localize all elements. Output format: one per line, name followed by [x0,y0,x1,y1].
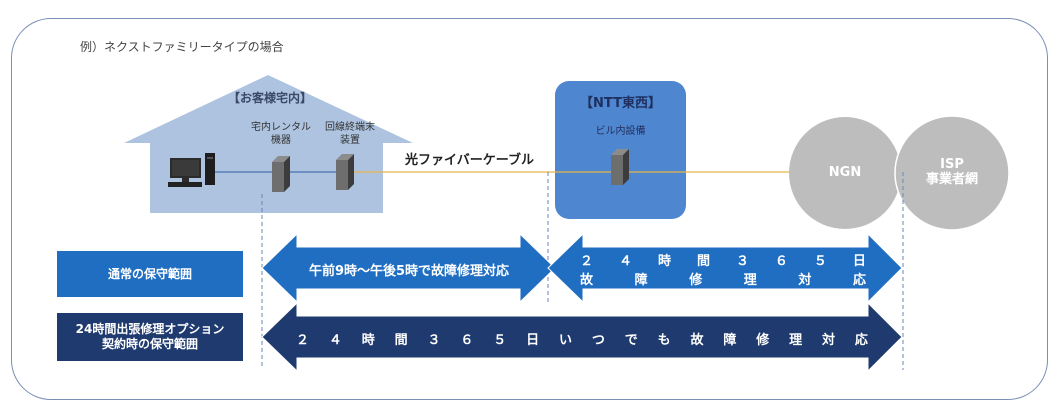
char: 応 [854,333,868,348]
char: で [624,333,638,348]
char: 故 [580,273,594,288]
char: い [559,333,573,348]
char: 時 [361,333,375,348]
fiber-cable-label: 光ファイバーケーブル [405,153,534,168]
char: 日 [852,254,866,269]
char: 修 [689,273,703,288]
pc-icon [168,153,215,187]
row1-left-text: 午前9時～午後5時で故障修理対応 [308,264,510,279]
row2-arrow [261,301,903,373]
char: 故 [690,333,704,348]
row1-right-arrow [547,232,903,304]
char: 対 [798,273,812,288]
rental-device-icon [272,156,290,192]
char: ４ [328,333,342,348]
char: ４ [618,254,632,269]
ntt-title: 【NTT東西】 [580,96,661,111]
char: ３ [735,254,749,269]
option-coverage-label-line1: 24時間出張修理オプション [75,322,225,336]
building-device-icon [611,149,629,185]
char: ３ [427,333,441,348]
char: 理 [743,273,757,288]
char: ５ [813,254,827,269]
char: ６ [774,254,788,269]
onu-icon [336,154,354,190]
ntt-building-label: ビル内設備 [595,126,646,137]
caption: 例）ネクストファミリータイプの場合 [80,40,284,54]
row2-text: ２ ４ 時 間 ３ ６ ５ 日 い つ で も 故 障 修 理 対 応 [296,329,868,348]
onu-label: 回線終端末 装置 [315,121,385,147]
rental-device-label: 宅内レンタル 機器 [244,121,318,147]
char: 障 [634,273,648,288]
char: ２ [296,333,310,348]
onu-label-line2: 装置 [340,135,360,146]
ngn-circle [789,117,901,229]
option-coverage-label-line2: 契約時の保守範囲 [101,337,198,351]
char: つ [591,333,605,348]
char: も [657,333,671,348]
char: 修 [756,333,770,348]
option-coverage-label: 24時間出張修理オプション 契約時の保守範囲 [57,313,243,361]
isp-circle [894,115,1010,231]
ngn-label: NGN [828,165,862,180]
rental-device-label-line1: 宅内レンタル [251,122,311,133]
char: 時 [657,254,671,269]
onu-label-line1: 回線終端末 [325,122,375,133]
char: 障 [723,333,737,348]
char: ５ [493,333,507,348]
isp-label: ISP 事業者網 [912,157,992,187]
normal-coverage-label: 通常の保守範囲 [57,251,243,297]
char: 間 [394,333,408,348]
house-title: 【お客様宅内】 [228,91,313,105]
char: ２ [580,254,594,269]
char: ６ [460,333,474,348]
char: 応 [852,273,866,288]
rental-device-label-line2: 機器 [271,135,291,146]
char: 対 [822,333,836,348]
char: 日 [526,333,540,348]
isp-label-line1: ISP [940,157,964,172]
row1-right-text-top: ２ ４ 時 間 ３ ６ ５ 日 [580,250,866,269]
char: 間 [696,254,710,269]
diagram-frame [11,18,1048,400]
isp-label-line2: 事業者網 [925,172,978,187]
row1-right-text-bottom: 故 障 修 理 対 応 [580,269,866,288]
char: 理 [789,333,803,348]
